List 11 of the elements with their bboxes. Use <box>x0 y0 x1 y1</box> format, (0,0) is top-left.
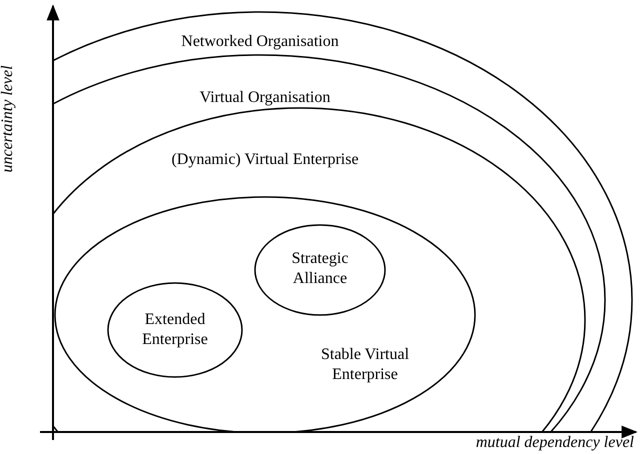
ellipse-label: (Dynamic) Virtual Enterprise <box>170 150 360 170</box>
ellipse-label: Stable Virtual Enterprise <box>320 345 410 385</box>
ellipse-band <box>53 106 587 432</box>
ellipse-label: Networked Organisation <box>180 32 340 52</box>
ellipse <box>106 281 244 379</box>
ellipse-label: Virtual Organisation <box>198 88 332 108</box>
ellipse <box>253 223 387 317</box>
axis-label: uncertainty level <box>0 64 17 175</box>
axis-label: mutual dependency level <box>476 434 634 452</box>
ellipse-label: Extended Enterprise <box>141 310 209 350</box>
ellipse-label: Strategic Alliance <box>290 249 350 289</box>
